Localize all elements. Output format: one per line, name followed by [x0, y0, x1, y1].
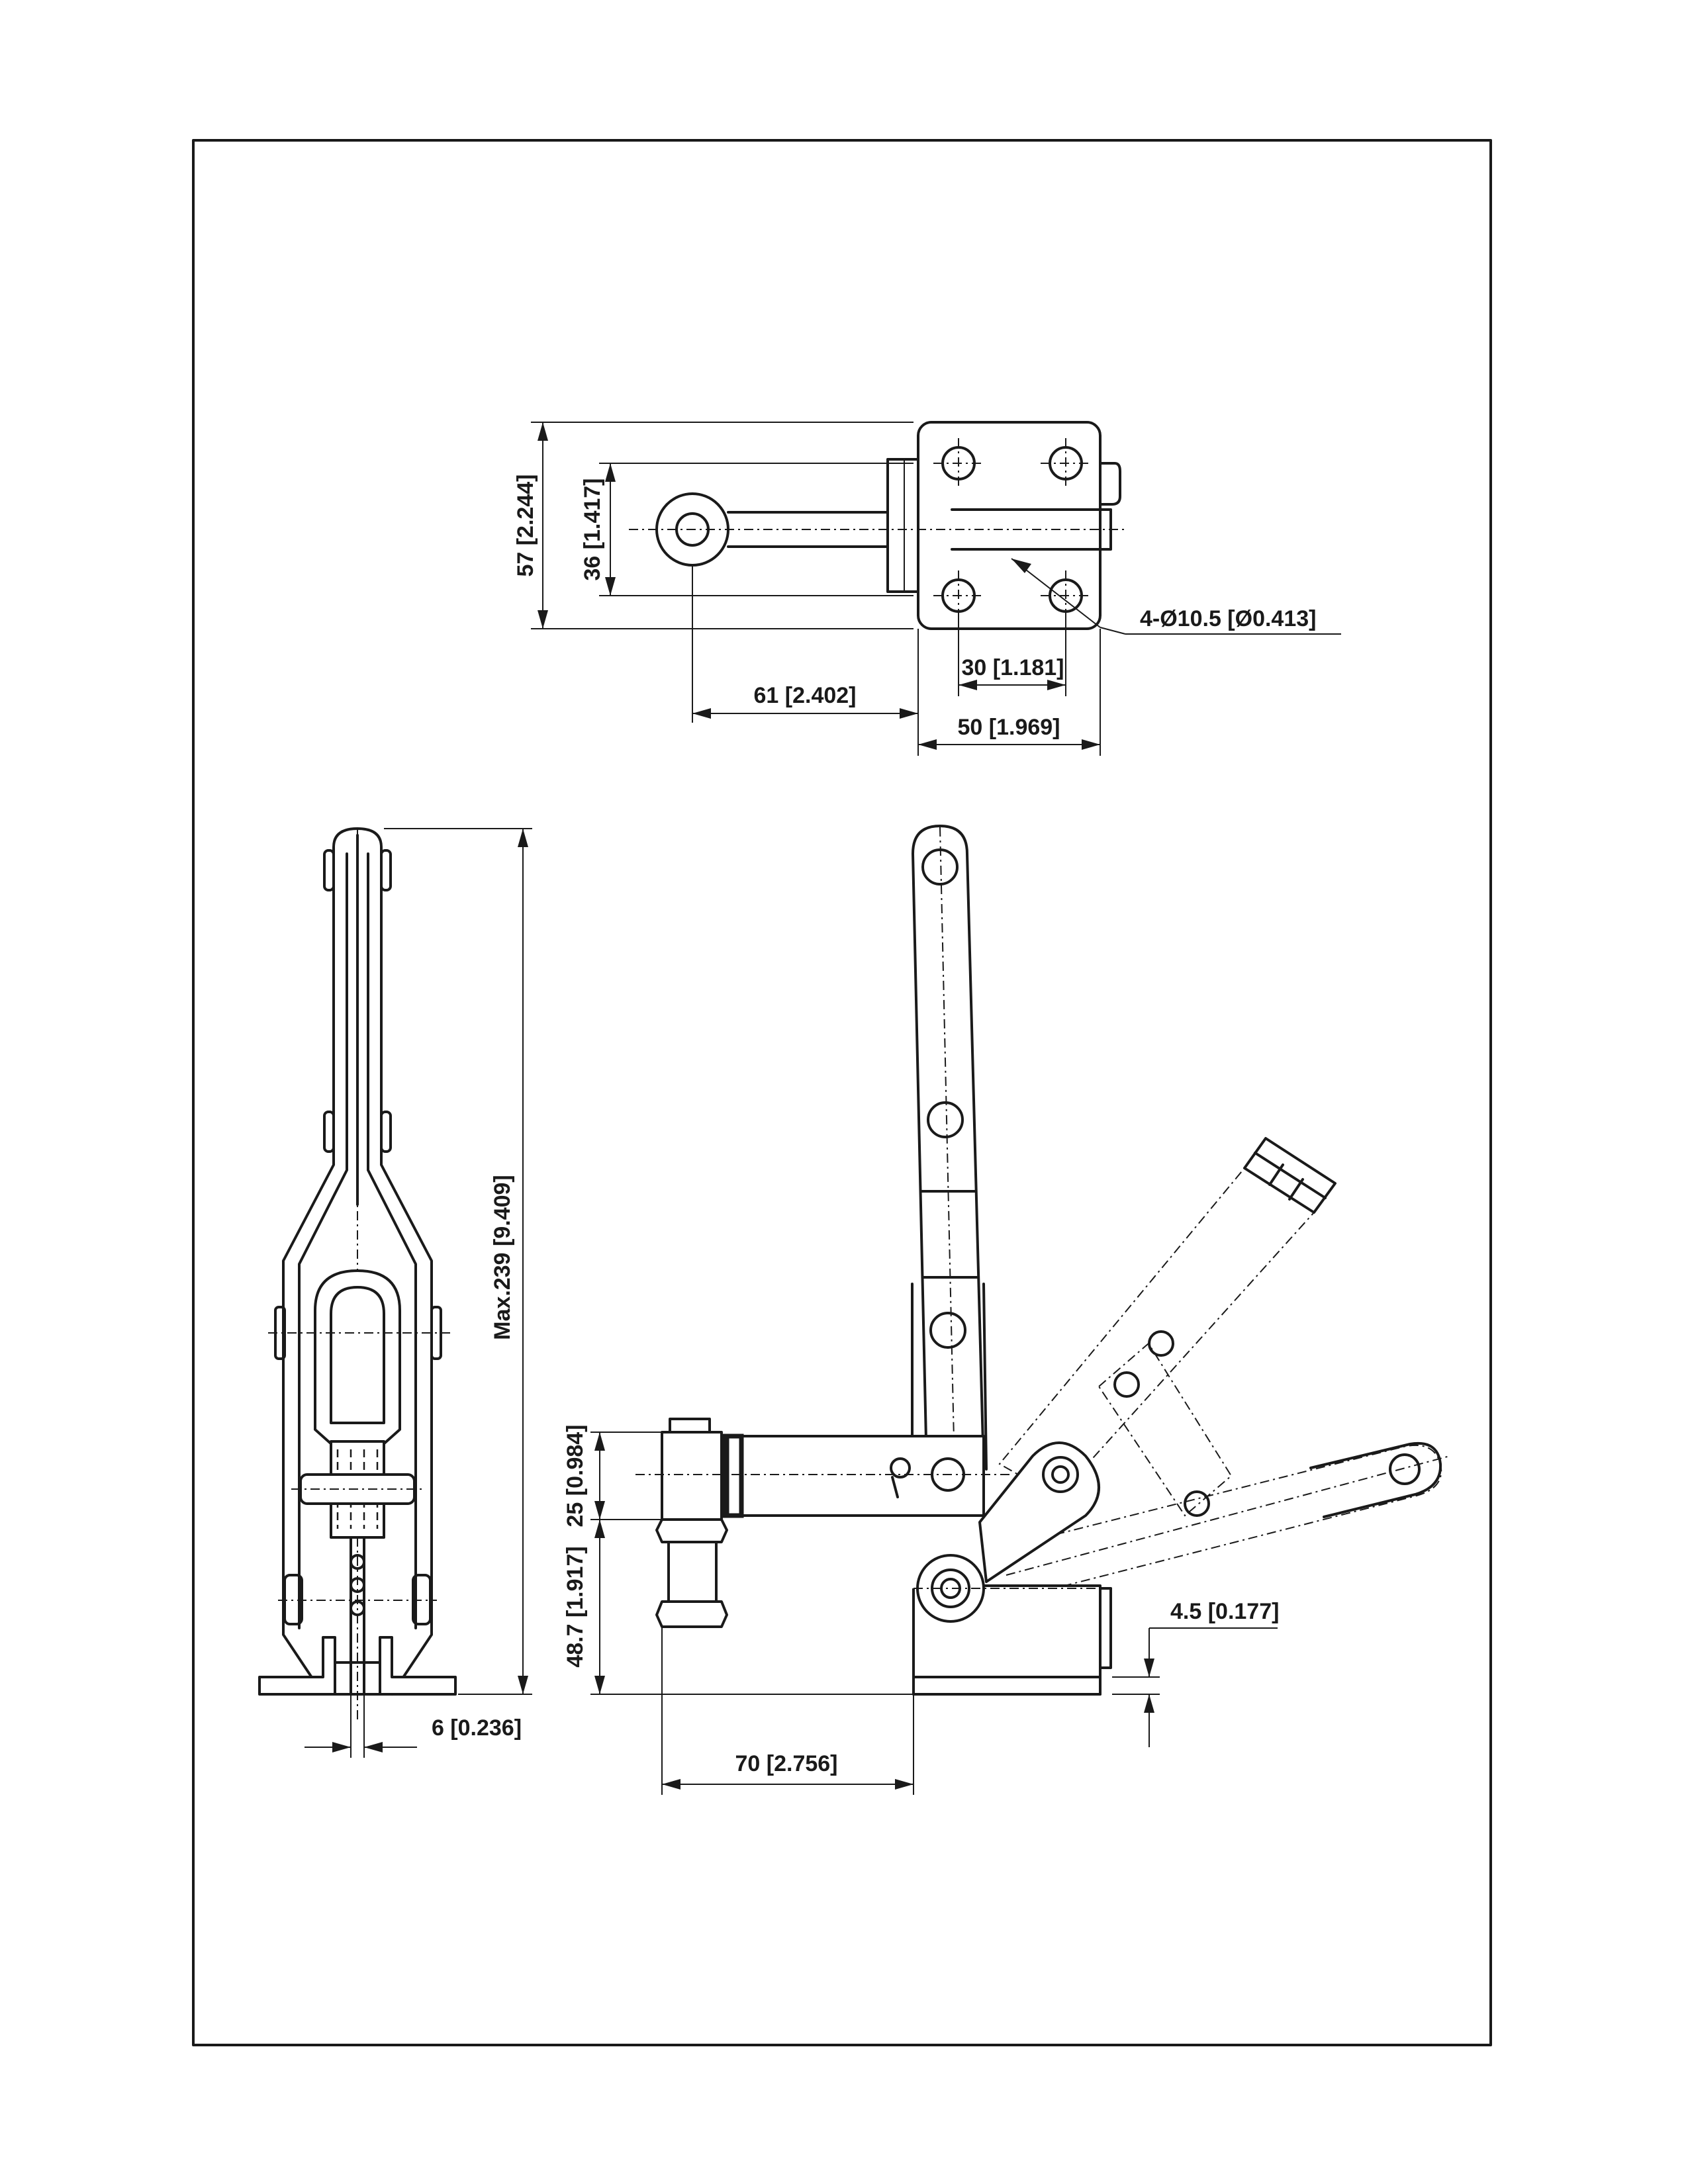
- dim-base-width: 50 [1.969]: [958, 715, 1060, 740]
- spindle-nut-bottom: [655, 1600, 728, 1628]
- spindle-arm-ghost-eye: [1389, 1453, 1421, 1485]
- stem-ball: [350, 1554, 365, 1570]
- top-view: 57 [2.244] 36 [1.417] 4-Ø10.5 [Ø0.413] 3…: [513, 421, 1341, 756]
- ghost-pivot: [1113, 1371, 1140, 1398]
- handle-cap-left-2: [323, 1111, 335, 1153]
- vertical-handle-axis: [939, 827, 955, 1470]
- stem-ball: [350, 1577, 365, 1593]
- drawing-border: [192, 139, 1492, 2046]
- dim-overall-height: 57 [2.244]: [513, 475, 538, 577]
- base-pivot-inner: [931, 1569, 970, 1608]
- grease-nipple-stem: [891, 1476, 899, 1498]
- spindle-bar: [720, 1435, 985, 1517]
- handle-cap-left: [323, 849, 335, 891]
- side-view: 25 [0.984] 48.7 [1.917] 70 [2.756] 4.5 […: [563, 825, 1450, 1795]
- ghost-pivot: [1184, 1490, 1210, 1517]
- dim-spindle-offset: 61 [2.402]: [754, 683, 857, 708]
- handle-hole: [929, 1312, 966, 1349]
- spindle-arm-ghost-outline: [1309, 1441, 1442, 1518]
- base-foot-right: [379, 1636, 457, 1696]
- spindle-nut: [655, 1518, 728, 1543]
- hinge-block: [886, 458, 919, 593]
- dim-hole-spacing-vertical: 36 [1.417]: [580, 478, 605, 581]
- eye-slot-outer: [314, 1269, 401, 1447]
- link-pivot: [1042, 1456, 1079, 1493]
- dim-spindle-reach: 70 [2.756]: [735, 1751, 838, 1776]
- front-view: Max.239 [9.409] 6 [0.236]: [258, 827, 532, 1758]
- spindle-arm-top: [727, 511, 889, 548]
- handle-cap-right: [380, 849, 392, 891]
- dim-hole-spacing-horizontal: 30 [1.181]: [962, 655, 1064, 680]
- dim-base-thickness: 6 [0.236]: [432, 1715, 522, 1741]
- dim-base-offset: 4.5 [0.177]: [1170, 1599, 1279, 1624]
- ghost-pivot: [1148, 1330, 1174, 1357]
- handle-cap-right-2: [380, 1111, 392, 1153]
- vertical-handle: [912, 825, 985, 1471]
- spindle-head: [661, 1431, 723, 1521]
- handle-inner: [298, 852, 417, 1629]
- dim-hole-diameter: 4-Ø10.5 [Ø0.413]: [1140, 606, 1316, 631]
- hinge-pin: [904, 459, 919, 592]
- eye-slot-inner: [330, 1286, 385, 1424]
- link-plate: [978, 1441, 1100, 1583]
- base-tab: [1099, 1587, 1112, 1669]
- spindle-cap: [669, 1418, 711, 1433]
- handle-grip-ghost-rings: [1254, 1152, 1327, 1201]
- handle-hole: [927, 1101, 964, 1138]
- grease-nipple: [890, 1457, 911, 1479]
- dim-max-height: Max.239 [9.409]: [490, 1175, 515, 1340]
- stem-ball: [350, 1600, 365, 1616]
- link-pivot-inner: [1051, 1465, 1070, 1484]
- dim-spindle-height: 25 [0.984]: [563, 1425, 588, 1527]
- handle-hole: [921, 848, 959, 886]
- plate-edge: [1099, 462, 1121, 506]
- dim-bar-height: 48.7 [1.917]: [563, 1546, 588, 1667]
- base-foot: [258, 1636, 336, 1696]
- base-strip: [912, 1676, 1102, 1696]
- link-ghost: [1098, 1342, 1233, 1517]
